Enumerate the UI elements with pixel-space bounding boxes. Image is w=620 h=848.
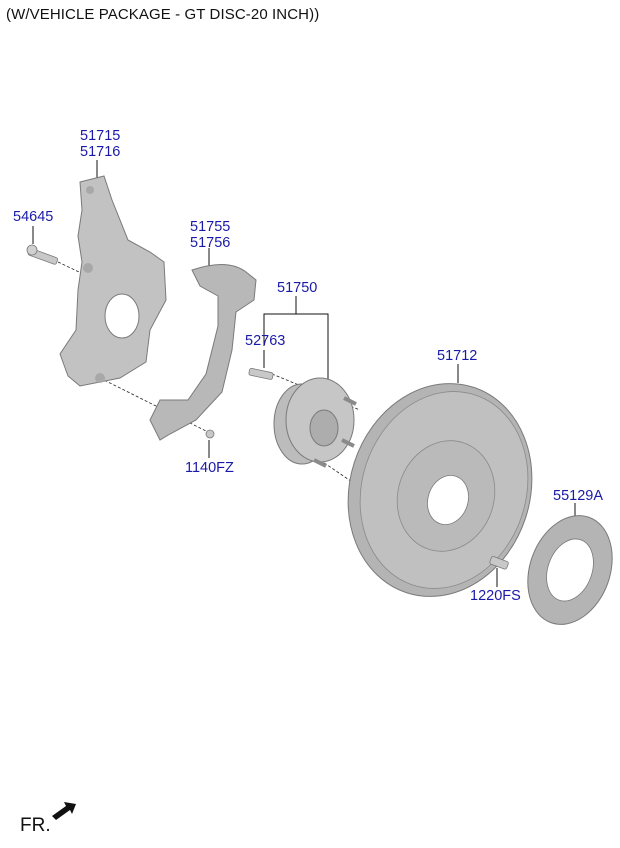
dust-cover-part[interactable] xyxy=(149,264,257,441)
label-hub-bearing[interactable]: 51750 xyxy=(277,280,317,296)
part-number[interactable]: 55129A xyxy=(553,488,603,504)
part-number[interactable]: 51755 xyxy=(190,219,231,235)
label-bolt[interactable]: 54645 xyxy=(13,209,53,225)
knuckle-part[interactable] xyxy=(59,175,167,387)
label-hub-bolt[interactable]: 52763 xyxy=(245,333,285,349)
part-number[interactable]: 51712 xyxy=(437,348,478,364)
brake-disc-part[interactable] xyxy=(321,359,559,620)
label-screw-1220fs[interactable]: 1220FS xyxy=(470,588,521,604)
part-number[interactable]: 54645 xyxy=(13,209,54,225)
screw-1220fs-part[interactable] xyxy=(489,556,509,570)
bolt-part[interactable] xyxy=(26,244,59,265)
part-number[interactable]: 51715 xyxy=(80,128,121,144)
label-dust-cover[interactable]: 51755 51756 xyxy=(190,219,230,251)
screw-1140fz-part[interactable] xyxy=(205,429,215,439)
label-knuckle[interactable]: 51715 51716 xyxy=(80,128,120,160)
arrow-front-icon xyxy=(52,802,76,820)
shim-plate-part[interactable] xyxy=(513,504,620,637)
label-screw-1140fz[interactable]: 1140FZ xyxy=(185,460,234,476)
part-number[interactable]: 51716 xyxy=(80,144,121,160)
label-disc[interactable]: 51712 xyxy=(437,348,477,364)
part-number[interactable]: 51750 xyxy=(277,280,318,296)
part-number[interactable]: 1140FZ xyxy=(185,460,234,476)
hub-bolt-part[interactable] xyxy=(248,367,274,380)
front-orientation-label: FR. xyxy=(20,815,51,836)
part-number[interactable]: 1220FS xyxy=(470,588,521,604)
label-shim[interactable]: 55129A xyxy=(553,488,603,504)
part-number[interactable]: 52763 xyxy=(245,333,286,349)
part-number[interactable]: 51756 xyxy=(190,235,231,251)
hub-bearing-part[interactable] xyxy=(273,377,357,468)
leader-lines xyxy=(32,160,576,587)
diagram-title: (W/VEHICLE PACKAGE - GT DISC-20 INCH)) xyxy=(6,6,320,23)
